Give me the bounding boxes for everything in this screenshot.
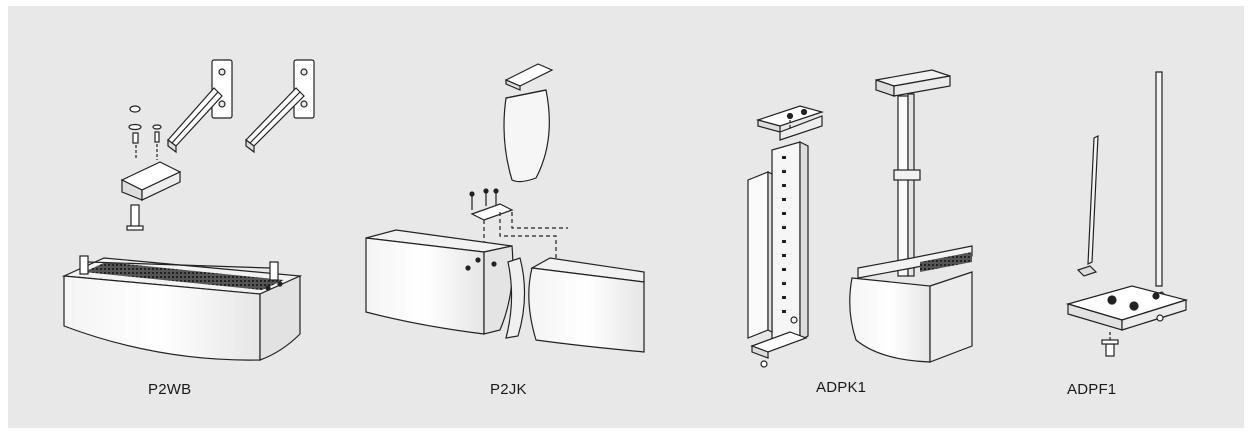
p2jk-illustration (365, 63, 645, 353)
label-adpk1: ADPK1 (816, 379, 867, 396)
adpf1-illustration (1065, 71, 1189, 357)
air-curtain-unit-p2wb (61, 255, 303, 361)
wall-bracket-right (245, 59, 315, 154)
label-p2wb: P2WB (148, 381, 192, 398)
wall-bracket-left (167, 59, 233, 154)
label-p2jk: P2JK (490, 381, 527, 398)
mounting-hardware (120, 105, 182, 231)
label-adpf1: ADPF1 (1067, 381, 1117, 398)
adpk1-illustration (747, 69, 973, 368)
p2wb-illustration (61, 59, 315, 361)
